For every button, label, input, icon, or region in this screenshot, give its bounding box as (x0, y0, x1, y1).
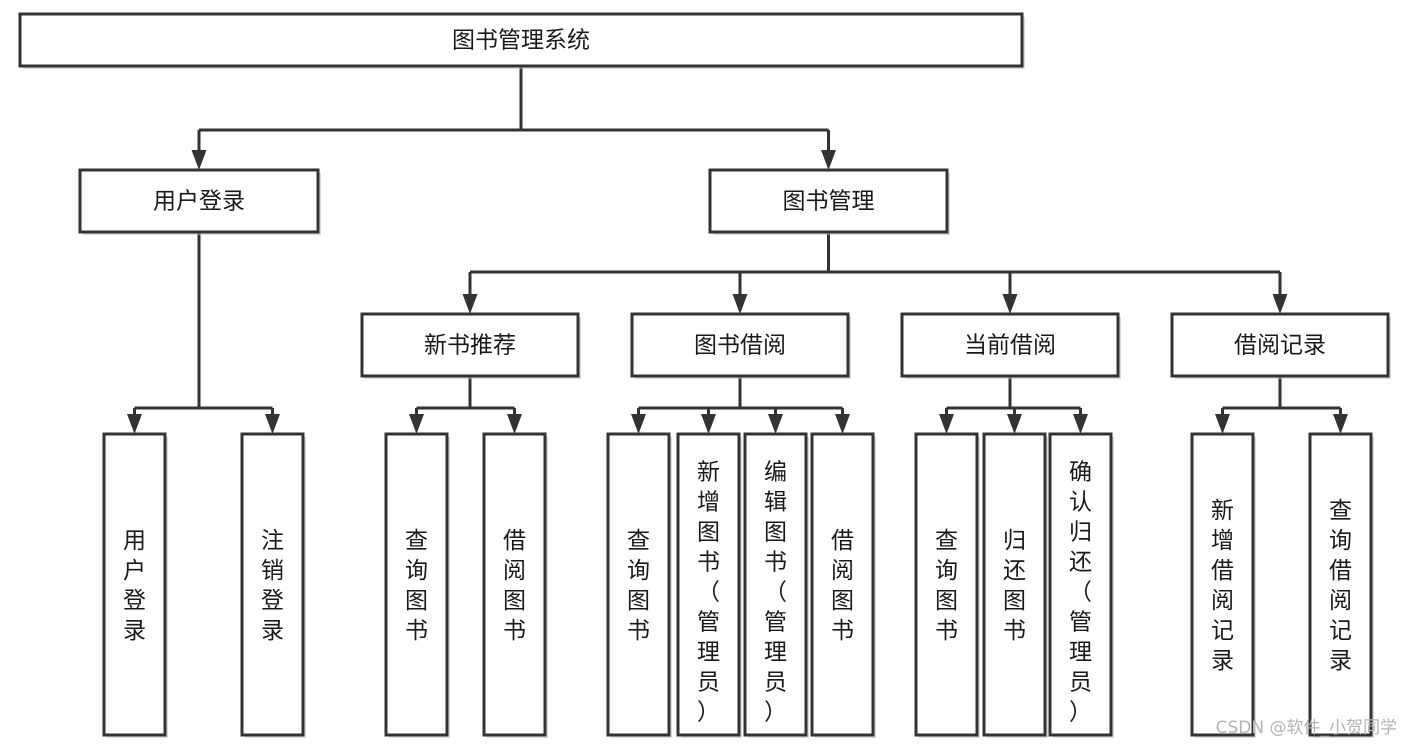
node-leaf-borrow-book-1[interactable]: 借阅图书 (482, 432, 548, 738)
arrow-head (1073, 414, 1088, 434)
arrow-head (939, 414, 954, 434)
node-book-borrow[interactable]: 图书借阅 (630, 312, 851, 379)
arrow-head (1272, 294, 1288, 314)
node-box[interactable] (240, 432, 305, 737)
connector-group-user-login (127, 232, 280, 434)
arrow-head (1333, 414, 1348, 434)
node-label: 借阅图书 (831, 528, 854, 644)
node-book-management[interactable]: 图书管理 (708, 168, 950, 235)
node-box[interactable] (78, 168, 320, 234)
node-label: 用户登录 (153, 189, 245, 215)
node-box[interactable] (1190, 432, 1255, 737)
arrow-head (127, 414, 142, 434)
connector-group-root (191, 66, 836, 170)
arrow-head (701, 414, 716, 434)
node-box[interactable] (18, 12, 1024, 68)
node-label: 图书管理 (783, 189, 875, 215)
node-box[interactable] (810, 432, 875, 737)
node-box[interactable] (743, 432, 808, 737)
arrow-head (821, 150, 836, 170)
arrow-head (507, 414, 522, 434)
node-label: 新书推荐 (424, 333, 516, 359)
node-layer: 图书管理系统用户登录图书管理新书推荐图书借阅当前借阅借阅记录用户登录注销登录查询… (18, 12, 1391, 738)
node-box[interactable] (1170, 312, 1390, 378)
node-box[interactable] (676, 432, 741, 737)
connector-group-book-borrow (631, 376, 850, 434)
node-label: 查询图书 (405, 528, 428, 644)
node-label: 注销登录 (261, 528, 284, 644)
node-label: 借阅图书 (503, 528, 526, 644)
arrow-head (835, 414, 850, 434)
node-box[interactable] (1308, 432, 1373, 737)
node-label: 用户登录 (123, 528, 146, 644)
node-new-book-recommend[interactable]: 新书推荐 (360, 312, 581, 379)
arrow-head (409, 414, 424, 434)
node-leaf-return-book[interactable]: 归还图书 (982, 432, 1048, 738)
node-label: 归还图书 (1003, 528, 1026, 644)
node-current-borrow[interactable]: 当前借阅 (900, 312, 1121, 379)
arrow-head (265, 414, 280, 434)
node-leaf-query-book-3[interactable]: 查询图书 (914, 432, 980, 738)
arrow-head (191, 150, 207, 170)
node-label: 当前借阅 (964, 333, 1056, 359)
node-box[interactable] (482, 432, 547, 737)
node-leaf-logout[interactable]: 注销登录 (240, 432, 306, 738)
node-label: 编辑图书（管理员） (764, 459, 787, 725)
node-label: 查询图书 (935, 528, 958, 644)
connector-group-borrow-record (1215, 376, 1348, 434)
node-leaf-query-book-2[interactable]: 查询图书 (606, 432, 672, 738)
connector-group-new-book-recommend (409, 376, 522, 434)
node-user-login[interactable]: 用户登录 (78, 168, 321, 235)
node-label: 查询借阅记录 (1329, 498, 1352, 674)
node-label: 图书管理系统 (452, 28, 590, 54)
node-label: 图书借阅 (694, 333, 786, 359)
node-box[interactable] (384, 432, 449, 737)
node-leaf-query-book-1[interactable]: 查询图书 (384, 432, 450, 738)
connector-layer (127, 66, 1348, 434)
arrow-head (1002, 294, 1018, 314)
arrow-head (1007, 414, 1022, 434)
node-leaf-user-login[interactable]: 用户登录 (102, 432, 168, 738)
csdn-watermark: CSDN @软件_小贺同学 (1216, 718, 1397, 738)
node-root[interactable]: 图书管理系统 (18, 12, 1025, 69)
node-label: 新增借阅记录 (1211, 498, 1234, 674)
arrow-head (1215, 414, 1230, 434)
node-label: 查询图书 (627, 528, 650, 644)
node-label: 借阅记录 (1234, 333, 1326, 359)
node-box[interactable] (708, 168, 949, 234)
node-borrow-record[interactable]: 借阅记录 (1170, 312, 1391, 379)
node-box[interactable] (360, 312, 580, 378)
connector-group-current-borrow (939, 376, 1088, 434)
node-box[interactable] (982, 432, 1047, 737)
node-leaf-query-record[interactable]: 查询借阅记录 (1308, 432, 1374, 738)
node-leaf-edit-book[interactable]: 编辑图书（管理员） (743, 432, 809, 738)
arrow-head (768, 414, 783, 434)
node-leaf-confirm-return[interactable]: 确认归还（管理员） (1048, 432, 1114, 738)
arrow-head (462, 294, 478, 314)
node-leaf-add-book[interactable]: 新增图书（管理员） (676, 432, 742, 738)
node-leaf-borrow-book-2[interactable]: 借阅图书 (810, 432, 876, 738)
node-box[interactable] (1048, 432, 1113, 737)
connector-group-book-management (462, 232, 1288, 314)
node-label: 新增图书（管理员） (697, 459, 720, 725)
node-box[interactable] (606, 432, 671, 737)
arrow-head (631, 414, 646, 434)
node-leaf-add-record[interactable]: 新增借阅记录 (1190, 432, 1256, 738)
node-box[interactable] (630, 312, 850, 378)
arrow-head (732, 294, 748, 314)
node-label: 确认归还（管理员） (1069, 459, 1092, 725)
node-box[interactable] (914, 432, 979, 737)
node-box[interactable] (900, 312, 1120, 378)
node-box[interactable] (102, 432, 167, 737)
